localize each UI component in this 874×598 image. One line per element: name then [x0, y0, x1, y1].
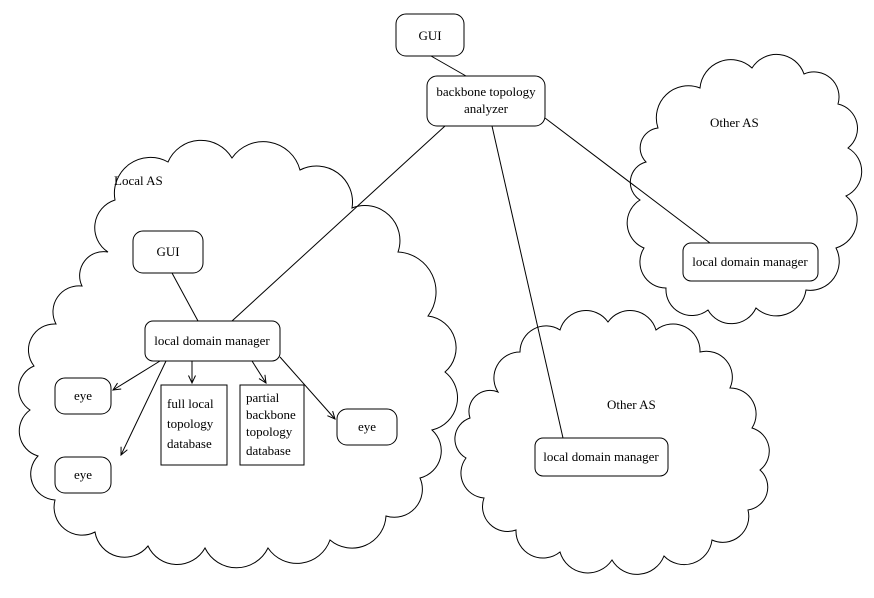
region-labels: Local AS Other AS Other AS: [114, 115, 759, 412]
node-gui-local: GUI: [132, 230, 204, 274]
edge-analyzer-to-bottom-ldm: [491, 125, 564, 439]
partial-db-label-line3: topology: [246, 424, 293, 439]
full-db-label-line1: full local: [167, 396, 214, 411]
edges: [111, 55, 711, 457]
ldm-other-top-label: local domain manager: [692, 254, 808, 269]
full-db-box: [160, 384, 228, 466]
nodes: GUI backbone topology analyzer GUI local…: [54, 13, 819, 494]
ldm-local-box: [144, 320, 281, 362]
gui-top-label: GUI: [418, 28, 441, 43]
edge-localgui-to-ldm: [171, 272, 199, 322]
ldm-other-top-box: [682, 242, 819, 282]
ldm-local-label: local domain manager: [154, 333, 270, 348]
other-as-top-label: Other AS: [710, 115, 759, 130]
ldm-other-bottom-box: [534, 437, 669, 477]
edge-analyzer-to-topright-ldm: [544, 117, 711, 244]
arrow-ldm-to-eye-right: [279, 356, 336, 420]
gui-top-box: [395, 13, 465, 57]
node-ldm-local: local domain manager: [144, 320, 281, 362]
gui-local-label: GUI: [156, 244, 179, 259]
eye-top-left-label: eye: [74, 388, 92, 403]
eye-bottom-left-box: [54, 456, 112, 494]
node-full-db: full local topology database: [160, 384, 228, 466]
arrow-ldm-to-partial-db: [251, 360, 267, 384]
clouds: [18, 53, 863, 575]
backbone-analyzer-label-line1: backbone topology: [436, 84, 536, 99]
cloud-other-as-top: [626, 53, 863, 325]
ldm-other-bottom-label: local domain manager: [543, 449, 659, 464]
eye-right-box: [336, 408, 398, 446]
local-as-label: Local AS: [114, 173, 163, 188]
partial-db-label-line2: backbone: [246, 407, 296, 422]
node-ldm-other-bottom: local domain manager: [534, 437, 669, 477]
partial-db-label-line4: database: [246, 443, 291, 458]
edge-analyzer-to-local-ldm: [231, 125, 446, 322]
gui-local-box: [132, 230, 204, 274]
partial-db-label-line1: partial: [246, 390, 280, 405]
eye-right-label: eye: [358, 419, 376, 434]
node-backbone-analyzer: backbone topology analyzer: [426, 75, 546, 127]
node-eye-top-left: eye: [54, 377, 112, 415]
node-ldm-other-top: local domain manager: [682, 242, 819, 282]
arrow-ldm-to-eye-bottom-left: [120, 360, 167, 457]
partial-db-box: [239, 384, 305, 466]
backbone-analyzer-label-line2: analyzer: [464, 101, 509, 116]
eye-top-left-box: [54, 377, 112, 415]
edge-gui-to-analyzer: [430, 55, 467, 77]
node-partial-db: partial backbone topology database: [239, 384, 305, 466]
arrow-ldm-to-eye-top-left: [111, 360, 161, 391]
node-gui-top: GUI: [395, 13, 465, 57]
backbone-analyzer-box: [426, 75, 546, 127]
node-eye-right: eye: [336, 408, 398, 446]
other-as-bottom-label: Other AS: [607, 397, 656, 412]
node-eye-bottom-left: eye: [54, 456, 112, 494]
full-db-label-line2: topology: [167, 416, 214, 431]
eye-bottom-left-label: eye: [74, 467, 92, 482]
full-db-label-line3: database: [167, 436, 212, 451]
